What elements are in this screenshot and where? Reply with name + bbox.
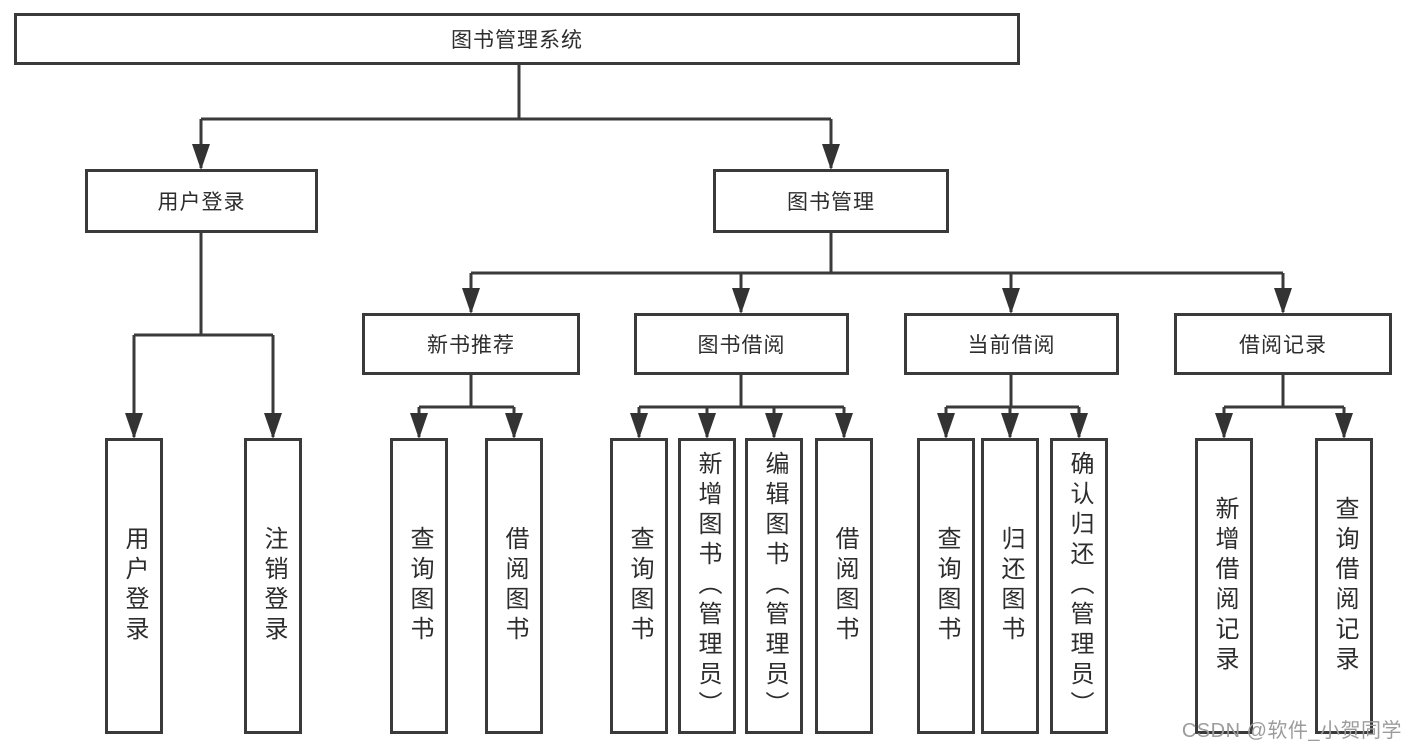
node-label: 查询图书 xyxy=(933,526,960,646)
node-label: 查询借阅记录 xyxy=(1331,496,1358,676)
leaf-recommend-borrow-books: 借阅图书 xyxy=(485,438,543,734)
node-label: 当前借阅 xyxy=(967,334,1056,357)
node-label: 图书管理 xyxy=(787,191,875,214)
leaf-edit-books-admin: 编辑图书（管理员） xyxy=(745,438,803,734)
node-library-management-system: 图书管理系统 xyxy=(14,13,1020,65)
leaf-logout: 注销登录 xyxy=(244,438,302,734)
leaf-add-books-admin: 新增图书（管理员） xyxy=(678,438,736,734)
node-label: 用户登录 xyxy=(121,526,148,646)
leaf-confirm-return-admin: 确认归还（管理员） xyxy=(1050,438,1108,734)
leaf-return-books: 归还图书 xyxy=(981,438,1039,734)
node-label: 图书管理系统 xyxy=(451,29,583,52)
leaf-current-query-books: 查询图书 xyxy=(917,438,975,734)
node-label: 新增图书（管理员） xyxy=(694,451,721,721)
node-new-book-recommendation: 新书推荐 xyxy=(362,313,580,375)
node-label: 图书借阅 xyxy=(697,334,786,357)
node-borrowing-records: 借阅记录 xyxy=(1174,313,1392,375)
node-label: 编辑图书（管理员） xyxy=(761,451,788,721)
node-label: 借阅记录 xyxy=(1239,334,1327,357)
node-label: 借阅图书 xyxy=(831,526,858,646)
node-label: 查询图书 xyxy=(626,526,653,646)
node-current-borrowing: 当前借阅 xyxy=(904,313,1119,375)
leaf-add-borrow-record: 新增借阅记录 xyxy=(1195,438,1253,734)
node-user-login: 用户登录 xyxy=(85,169,318,233)
watermark: CSDN @软件_小贺同学 xyxy=(1181,720,1402,742)
node-label: 新增借阅记录 xyxy=(1211,496,1238,676)
node-label: 归还图书 xyxy=(997,526,1024,646)
leaf-recommend-query-books: 查询图书 xyxy=(390,438,448,734)
leaf-user-login: 用户登录 xyxy=(105,438,163,734)
node-label: 借阅图书 xyxy=(501,526,528,646)
node-label: 注销登录 xyxy=(260,526,287,646)
leaf-borrow-query-books: 查询图书 xyxy=(610,438,668,734)
node-label: 查询图书 xyxy=(406,526,433,646)
node-label: 确认归还（管理员） xyxy=(1066,451,1093,721)
leaf-borrow-borrow-books: 借阅图书 xyxy=(815,438,873,734)
node-book-borrowing: 图书借阅 xyxy=(634,313,849,375)
node-label: 新书推荐 xyxy=(427,334,515,357)
node-book-management: 图书管理 xyxy=(713,169,949,233)
node-label: 用户登录 xyxy=(157,191,246,214)
leaf-query-borrow-record: 查询借阅记录 xyxy=(1315,438,1373,734)
